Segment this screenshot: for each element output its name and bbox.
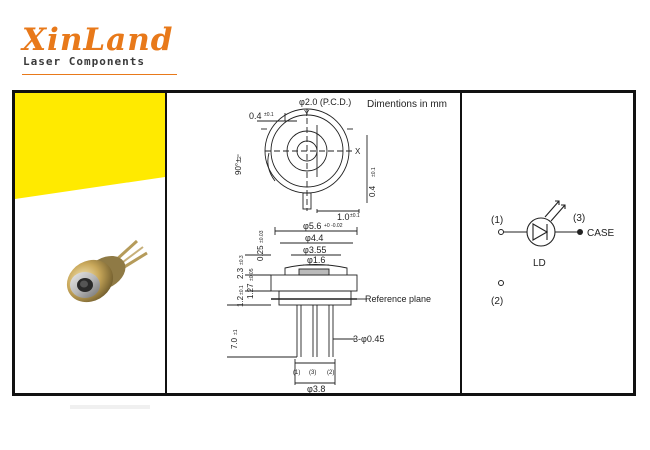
column-divider-1 bbox=[165, 93, 167, 393]
pin-1-label: (1) bbox=[293, 370, 300, 376]
dim-0-4-top: 0.4 bbox=[249, 111, 262, 121]
circuit-pin-3: (3) bbox=[573, 213, 585, 224]
circuit-pin-2: (2) bbox=[491, 296, 503, 307]
brand-logo: XinLand Laser Components bbox=[22, 22, 192, 77]
column-divider-2 bbox=[460, 93, 462, 393]
angle-label: 90°± bbox=[234, 158, 243, 175]
dim-1-2-tolerance: ±0.1 bbox=[239, 285, 245, 295]
laser-diode-photo bbox=[66, 239, 148, 303]
dim-0-25-tolerance: ±0.03 bbox=[259, 230, 265, 243]
dim-3-55: φ3.55 bbox=[303, 245, 326, 255]
pin-3-label: (3) bbox=[309, 370, 316, 376]
angle-tolerance: 2° bbox=[237, 154, 243, 159]
dim-0-25: 0.25 bbox=[256, 245, 265, 261]
units-note: Dimentions in mm bbox=[367, 99, 447, 110]
dim-2-3-tolerance: ±0.3 bbox=[239, 255, 245, 265]
pin-diameter-label: 3-φ0.45 bbox=[353, 334, 384, 344]
dim-5-6-tolerance: +0 -0.02 bbox=[324, 223, 343, 229]
dim-5-6: φ5.6 bbox=[303, 221, 321, 231]
pin-2-label: (2) bbox=[327, 370, 334, 376]
tol-1-0: ±0.1 bbox=[350, 213, 360, 219]
circuit-symbol: (1) (3) CASE LD (2) bbox=[491, 200, 615, 307]
yellow-highlight bbox=[15, 93, 165, 199]
pcd-label: φ2.0 (P.C.D.) bbox=[299, 97, 351, 107]
reference-plane-label: Reference plane bbox=[365, 294, 431, 304]
dim-4-4: φ4.4 bbox=[305, 233, 323, 243]
brand-name: XinLand bbox=[22, 22, 174, 58]
dim-7-0: 7.0 bbox=[230, 337, 239, 349]
footer-divider bbox=[70, 405, 150, 409]
dim-1-27: 1.27 bbox=[246, 283, 255, 299]
y-axis-label: Y bbox=[304, 109, 310, 118]
device-label: LD bbox=[533, 258, 546, 269]
tol-0-1-side: ±0.1 bbox=[371, 167, 377, 177]
dim-7-0-tolerance: ±1 bbox=[233, 329, 239, 335]
dim-3-8: φ3.8 bbox=[307, 384, 325, 393]
dim-0-4-side: 0.4 bbox=[368, 185, 377, 197]
case-label: CASE bbox=[587, 228, 615, 239]
x-axis-label: X bbox=[355, 147, 361, 156]
circuit-pin-1: (1) bbox=[491, 215, 503, 226]
tol-0-1-top: ±0.1 bbox=[264, 112, 274, 118]
brand-tagline: Laser Components bbox=[23, 55, 145, 68]
spec-table: Dimentions in mm φ2.0 (P.C.D.) Y X 0.4 ±… bbox=[12, 90, 636, 396]
dim-1-0: 1.0 bbox=[337, 212, 350, 222]
dimension-drawing: Dimentions in mm φ2.0 (P.C.D.) Y X 0.4 ±… bbox=[227, 97, 447, 393]
brand-underline bbox=[22, 74, 177, 75]
dim-1-27-tolerance: ±0.05 bbox=[249, 268, 255, 281]
dim-1-2: 1.2 bbox=[236, 295, 245, 307]
dim-1-6: φ1.6 bbox=[307, 255, 325, 265]
dim-2-3: 2.3 bbox=[236, 267, 245, 279]
